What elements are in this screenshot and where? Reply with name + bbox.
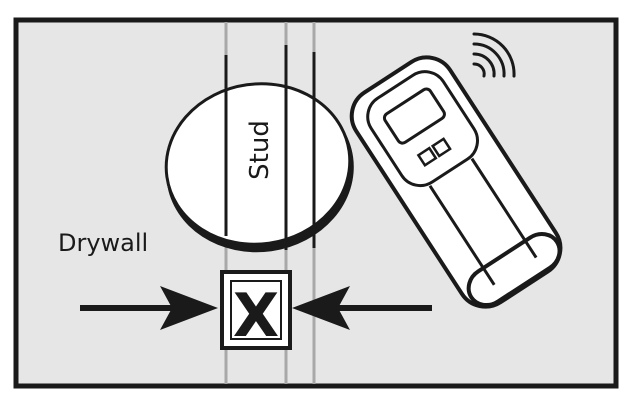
device-button-left (416, 146, 438, 168)
wifi-signal-icon (472, 32, 516, 78)
x-mark-label: X (233, 281, 279, 351)
arrow-right-icon (80, 286, 218, 330)
device-button-right (430, 137, 452, 158)
drywall-label: Drywall (58, 229, 148, 257)
arrow-left-icon (292, 286, 432, 330)
device-screen (382, 87, 446, 145)
stud-label: Stud (245, 120, 275, 180)
stud-finder-device (349, 55, 563, 309)
x-mark-icon: X (220, 270, 292, 351)
stud-disc (164, 45, 354, 253)
